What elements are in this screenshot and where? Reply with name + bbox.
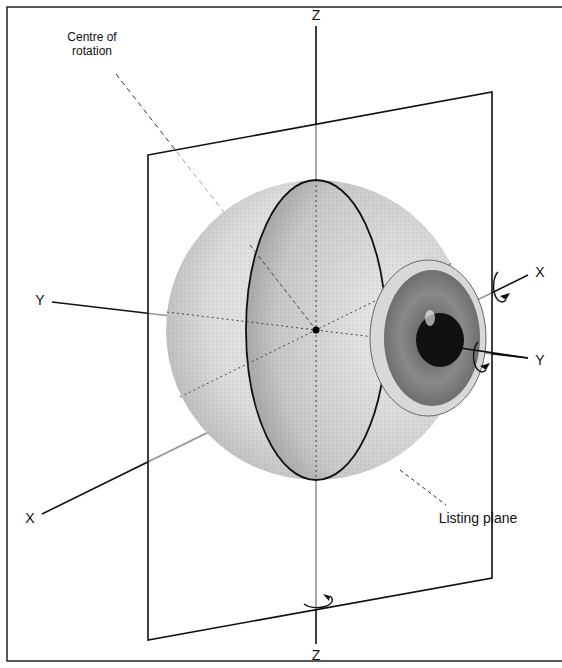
axis-label: Y bbox=[35, 292, 44, 308]
eyeball-stipple bbox=[166, 180, 466, 480]
axis-label: Y bbox=[535, 352, 544, 368]
iris bbox=[384, 270, 480, 406]
highlight bbox=[425, 310, 435, 326]
y-arrowhead bbox=[480, 363, 490, 370]
annotation-label: Listing plane bbox=[439, 510, 518, 526]
front-hemisphere bbox=[246, 180, 466, 480]
axis-label: Z bbox=[312, 647, 321, 663]
axis-label: Z bbox=[312, 7, 321, 23]
annotation-label: Centre of rotation bbox=[50, 31, 134, 59]
iris-texture bbox=[384, 270, 480, 406]
z-arrowhead bbox=[323, 594, 330, 601]
eyeball bbox=[166, 180, 466, 480]
rotation-arrowheads bbox=[323, 293, 510, 601]
centre-point bbox=[313, 327, 320, 334]
axis-label: X bbox=[25, 510, 34, 526]
y-axis-front bbox=[440, 345, 528, 358]
listing-plane bbox=[148, 92, 492, 640]
x-arrowhead bbox=[500, 293, 510, 300]
axis-label: X bbox=[535, 264, 544, 280]
plane-leader bbox=[400, 470, 446, 505]
rotation-arrows bbox=[304, 272, 506, 608]
centre-leader-inner bbox=[250, 245, 316, 330]
cornea bbox=[370, 260, 486, 416]
frame-border bbox=[7, 7, 562, 661]
front-stipple bbox=[246, 180, 466, 480]
pupil bbox=[416, 313, 464, 367]
equator-line bbox=[246, 180, 386, 480]
